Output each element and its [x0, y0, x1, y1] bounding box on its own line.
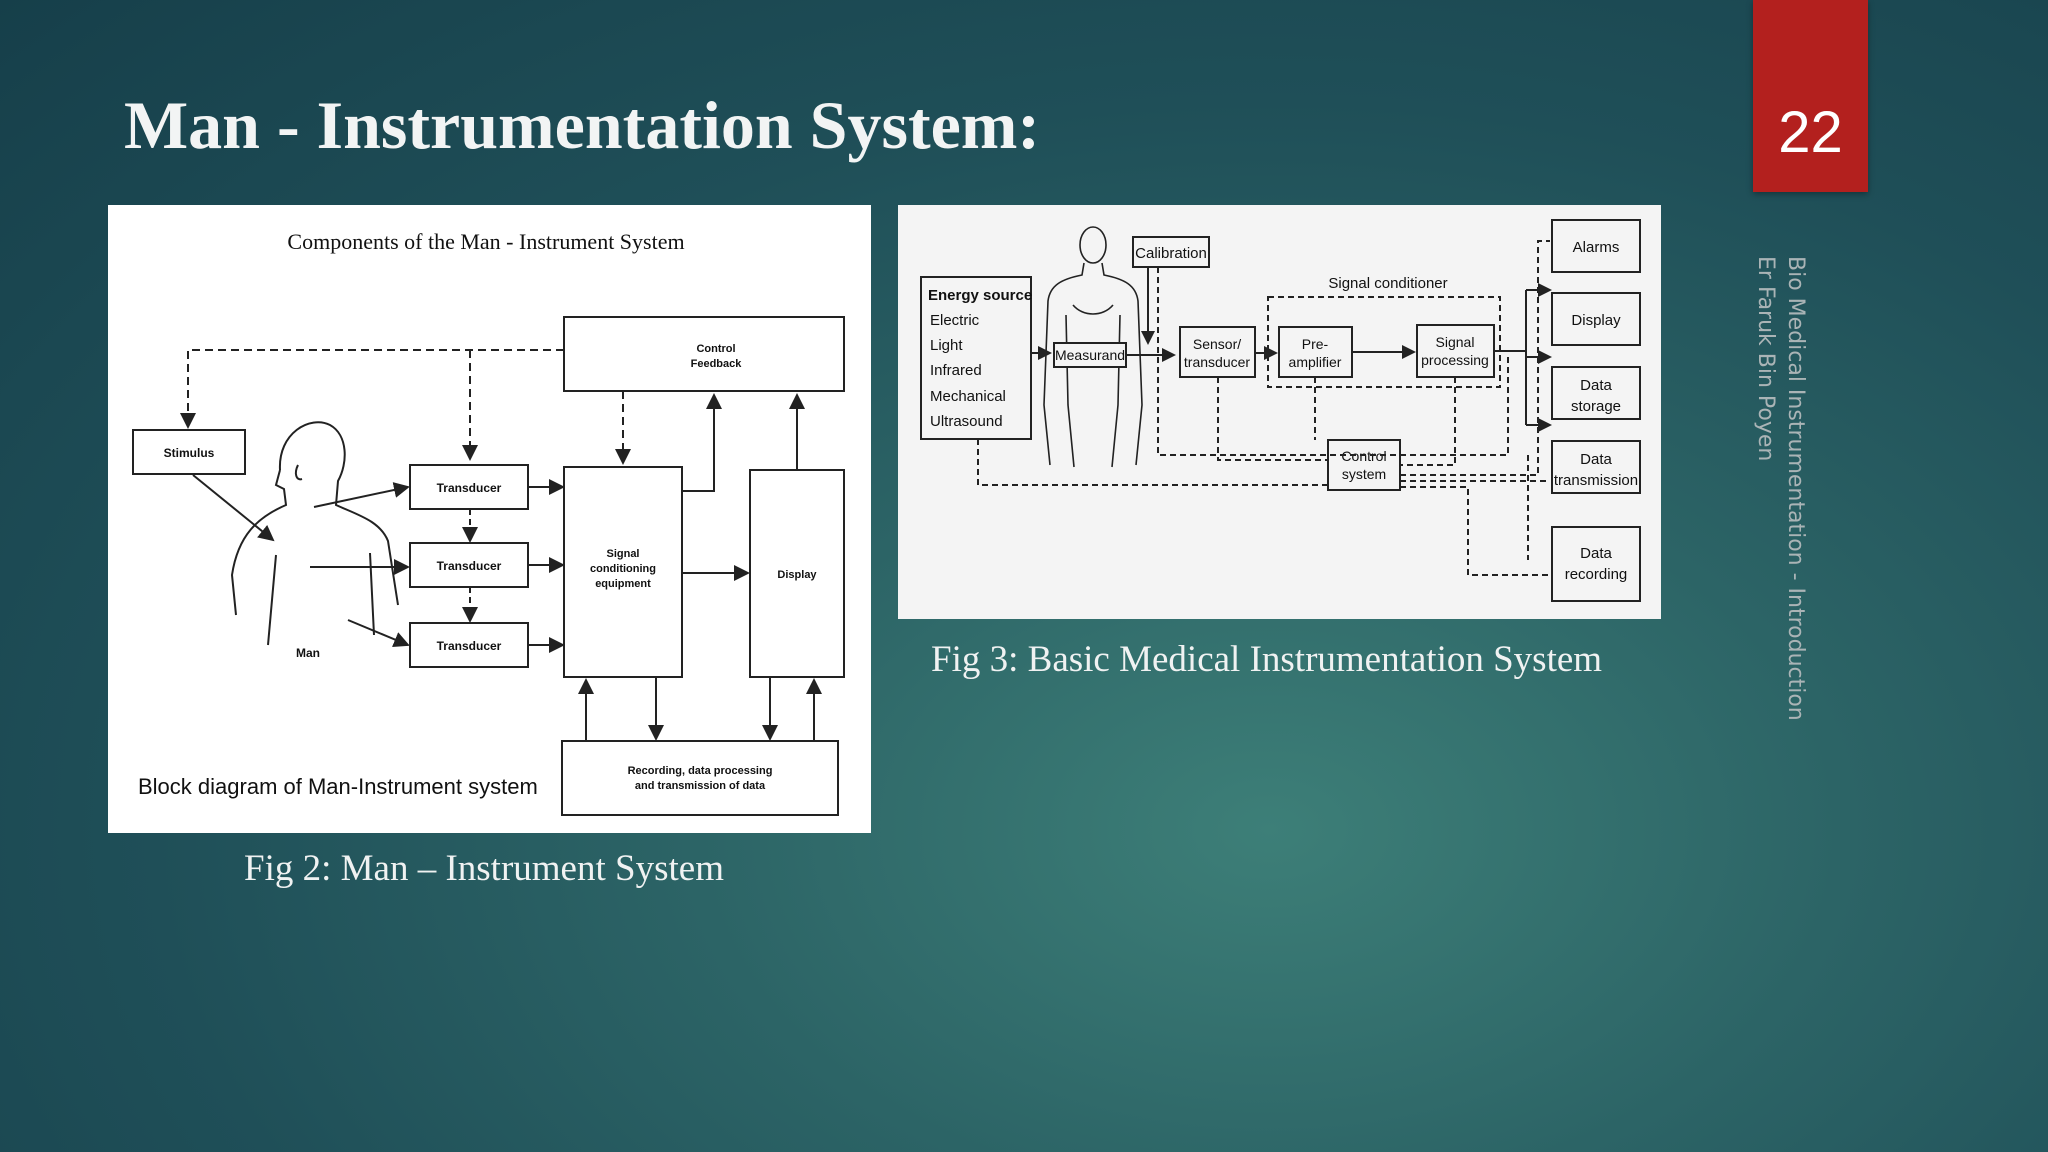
storage-label-1: Data: [1580, 377, 1612, 394]
control-dashed-lines: [977, 240, 1550, 576]
energy-item-electric: Electric: [930, 312, 980, 329]
transducer-label-1: Transducer: [437, 481, 502, 495]
side-author: Er Faruk Bin Poyen: [1753, 256, 1778, 462]
control-feedback-box: [563, 316, 845, 392]
calibration-box: [1132, 236, 1210, 268]
fig2-heading: Components of the Man - Instrument Syste…: [287, 229, 684, 254]
transmission-label-1: Data: [1580, 451, 1612, 468]
signal-to-control: [682, 393, 722, 492]
control-feedback-label: Feedback: [691, 358, 743, 370]
signal-processing-label-1: Signal: [1436, 334, 1475, 350]
display-label: Display: [777, 569, 817, 581]
medical-instrumentation-diagram: Energy source Electric Light Infrared Me…: [898, 205, 1661, 619]
man-arrow-3: [347, 619, 410, 647]
sensor-label-2: transducer: [1184, 354, 1250, 370]
sensor-label-1: Sensor/: [1193, 336, 1241, 352]
man-arrow-1: [313, 482, 410, 508]
human-figure-icon: [230, 421, 399, 646]
storage-label-2: storage: [1571, 398, 1621, 415]
signal-processing-box: [1416, 324, 1495, 378]
signal-conditioner-label: Signal conditioner: [1328, 275, 1447, 292]
data-storage-box: [1551, 366, 1641, 420]
fig3-caption: Fig 3: Basic Medical Instrumentation Sys…: [931, 639, 1603, 680]
control-label-2: system: [1342, 466, 1386, 482]
side-title: Bio Medical Instrumentation - Introducti…: [1783, 256, 1808, 721]
recording-label-1: Recording, data processing: [628, 765, 773, 777]
signal-processing-label-2: processing: [1421, 352, 1489, 368]
fig2-caption: Fig 2: Man – Instrument System: [244, 848, 724, 889]
transducer-label-2: Transducer: [437, 559, 502, 573]
recording-label-2: recording: [1565, 566, 1628, 583]
alarms-box: [1551, 219, 1641, 273]
preamp-label-2: amplifier: [1289, 354, 1342, 370]
energy-source-box: [920, 276, 1032, 440]
recording-label-2: and transmission of data: [635, 780, 766, 792]
man-label: Man: [296, 646, 320, 660]
energy-item-light: Light: [930, 337, 963, 354]
calibration-label: Calibration: [1135, 245, 1207, 262]
recording-label-1: Data: [1580, 545, 1612, 562]
data-recording-box: [1551, 526, 1641, 602]
control-label: Control: [696, 343, 735, 355]
man-instrument-diagram: Components of the Man - Instrument Syste…: [108, 205, 871, 833]
preamp-label-1: Pre-: [1302, 336, 1329, 352]
measurand-label: Measurand: [1055, 347, 1125, 363]
energy-title: Energy source: [928, 287, 1032, 304]
alarms-label: Alarms: [1573, 239, 1620, 256]
signal-label-3: equipment: [595, 578, 651, 590]
page-number: 22: [1778, 100, 1843, 165]
data-transmission-box: [1551, 440, 1641, 494]
display-box: [1551, 292, 1641, 346]
display-label: Display: [1571, 312, 1621, 329]
transmission-label-2: transmission: [1554, 472, 1638, 489]
block-diagram-label: Block diagram of Man-Instrument system: [138, 774, 538, 799]
recording-box: [561, 740, 839, 816]
stimulus-arrow: [192, 474, 275, 542]
side-footer: Bio Medical Instrumentation - Introducti…: [1730, 256, 1810, 736]
energy-item-infrared: Infrared: [930, 362, 982, 379]
energy-item-ultrasound: Ultrasound: [930, 413, 1003, 430]
signal-label-2: conditioning: [590, 563, 656, 575]
page-number-badge: 22: [1753, 0, 1868, 192]
signal-label-1: Signal: [606, 548, 639, 560]
signal-conditioner-group: [1267, 296, 1501, 388]
transducer-label-3: Transducer: [437, 639, 502, 653]
stimulus-box: [132, 429, 246, 475]
slide-title: Man - Instrumentation System:: [124, 87, 1041, 163]
energy-item-mechanical: Mechanical: [930, 388, 1006, 405]
stimulus-label: Stimulus: [164, 446, 215, 460]
feedback-line-stimulus: [180, 349, 564, 429]
